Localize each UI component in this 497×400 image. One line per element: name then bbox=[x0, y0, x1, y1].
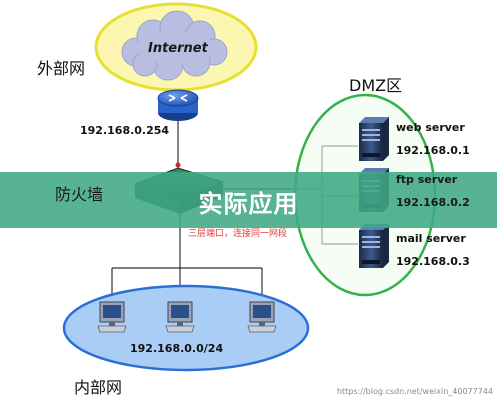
server-name-label: web server bbox=[396, 121, 465, 134]
server-name-label: mail server bbox=[396, 232, 466, 245]
workstation-icon bbox=[97, 301, 127, 333]
watermark-text: https://blog.csdn.net/weixin_40077744 bbox=[336, 387, 493, 396]
cloud-icon bbox=[121, 10, 228, 81]
server-ip-label: 192.168.0.1 bbox=[396, 144, 470, 157]
firewall-label: 防火墙 bbox=[55, 185, 104, 204]
banner-title: 实际应用 bbox=[198, 190, 299, 218]
workstation-icon bbox=[247, 301, 277, 333]
internet-cloud bbox=[94, 2, 258, 92]
title-banner bbox=[0, 172, 497, 228]
dmz-label: DMZ区 bbox=[349, 76, 403, 95]
external-net-label: 外部网 bbox=[37, 59, 86, 78]
internal-net-label: 内部网 bbox=[74, 378, 123, 397]
router-icon bbox=[157, 89, 199, 121]
server-icon bbox=[359, 117, 389, 161]
lan-subnet-label: 192.168.0.0/24 bbox=[130, 342, 224, 355]
server-ip-label: 192.168.0.3 bbox=[396, 255, 470, 268]
internet-label: Internet bbox=[148, 41, 208, 56]
server-ip-label: 192.168.0.2 bbox=[396, 196, 470, 209]
workstation-icon bbox=[165, 301, 195, 333]
server-name-label: ftp server bbox=[396, 173, 458, 186]
server-icon bbox=[359, 224, 389, 268]
firewall-port-note: 三层端口，连接同一网段 bbox=[188, 229, 288, 239]
router-ip-label: 192.168.0.254 bbox=[80, 124, 170, 137]
